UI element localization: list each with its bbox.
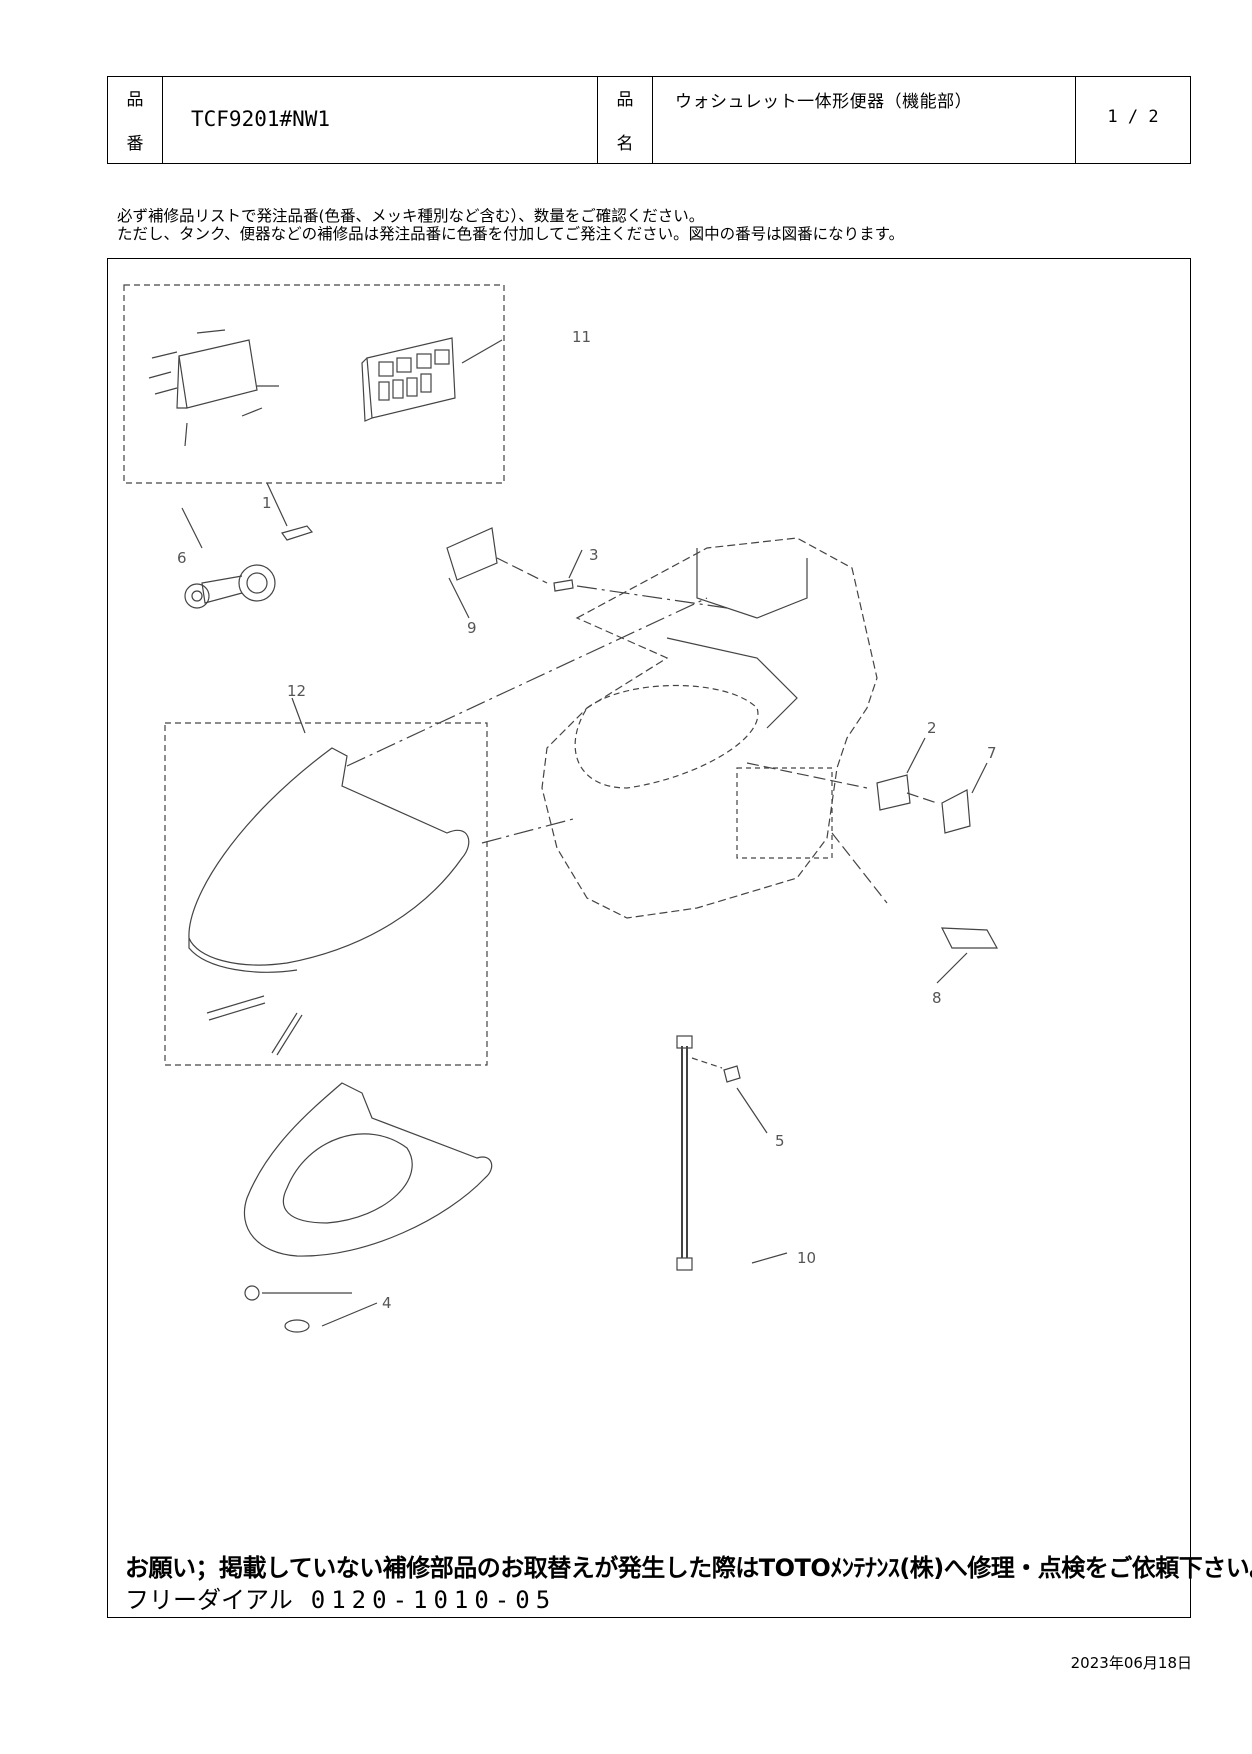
freedial-label: フリーダイアル xyxy=(125,1586,293,1614)
freedial-line: フリーダイアル 0120-1010-05 xyxy=(125,1580,556,1615)
part-name: ウォシュレット一体形便器（機能部） xyxy=(675,92,973,112)
freedial-number: 0120-1010-05 xyxy=(310,1586,557,1614)
name-label-cell: 品 名 xyxy=(598,77,653,163)
part-no-label-1: 品 xyxy=(126,90,144,110)
name-label-2: 名 xyxy=(616,134,634,154)
part-no-label-2: 番 xyxy=(126,134,144,154)
callout-6: 6 xyxy=(177,549,187,567)
toilet-body xyxy=(541,537,878,919)
part-5-clip xyxy=(723,1065,741,1083)
part-9-bracket xyxy=(446,527,498,581)
toilet-seat xyxy=(243,1082,493,1257)
group-12-box xyxy=(164,722,488,1066)
header-table: 品 番 TCF9201#NW1 品 名 ウォシュレット一体形便器（機能部） 1 … xyxy=(107,76,1191,164)
part-number: TCF9201#NW1 xyxy=(191,107,331,131)
callout-8: 8 xyxy=(932,989,942,1007)
part-3-screw xyxy=(553,579,574,592)
part-2-box xyxy=(876,774,911,811)
part-7-cover xyxy=(941,789,971,834)
callout-4: 4 xyxy=(382,1294,392,1312)
group-11-box xyxy=(123,284,505,484)
part-no-cell: TCF9201#NW1 xyxy=(163,77,598,163)
part-6-valve xyxy=(238,564,276,602)
part-4-buffer-1 xyxy=(244,1285,260,1301)
callout-10: 10 xyxy=(797,1249,816,1267)
part-no-label-cell: 品 番 xyxy=(108,77,163,163)
page-cell: 1 / 2 xyxy=(1076,77,1190,163)
part-8-bracket xyxy=(941,927,999,949)
remote-control xyxy=(366,337,456,419)
note-line-1: 必ず補修品リストで発注品番(色番、メッキ種別など含む）、数量をご確認ください。 xyxy=(117,207,705,225)
part-name-cell: ウォシュレット一体形便器（機能部） xyxy=(653,77,1076,163)
part-1-plate xyxy=(281,525,314,541)
issue-date: 2023年06月18日 xyxy=(1070,1654,1192,1672)
callout-7: 7 xyxy=(987,744,997,762)
note-line-2: ただし、タンク、便器などの補修品は発注品番に色番を付加してご発注ください。図中の… xyxy=(117,225,905,243)
diagram-frame xyxy=(107,258,1191,1618)
callout-11: 11 xyxy=(572,328,591,346)
callout-1: 1 xyxy=(262,494,272,512)
exploded-view-drawing: 11 1 6 3 9 12 2 7 8 10 5 4 xyxy=(123,284,999,1333)
page-number: 1 / 2 xyxy=(1107,107,1159,127)
mounting-plate xyxy=(178,339,258,409)
callout-12: 12 xyxy=(287,682,306,700)
part-4-buffer-2 xyxy=(284,1319,310,1333)
callout-5: 5 xyxy=(775,1132,785,1150)
callout-2: 2 xyxy=(927,719,937,737)
callout-9: 9 xyxy=(467,619,477,637)
callout-3: 3 xyxy=(589,546,599,564)
seat-lid xyxy=(188,747,470,966)
repair-request-note: お願い；掲載していない補修部品のお取替えが発生した際はTOTOﾒﾝﾃﾅﾝｽ(株)… xyxy=(125,1554,1252,1582)
name-label-1: 品 xyxy=(616,90,634,110)
